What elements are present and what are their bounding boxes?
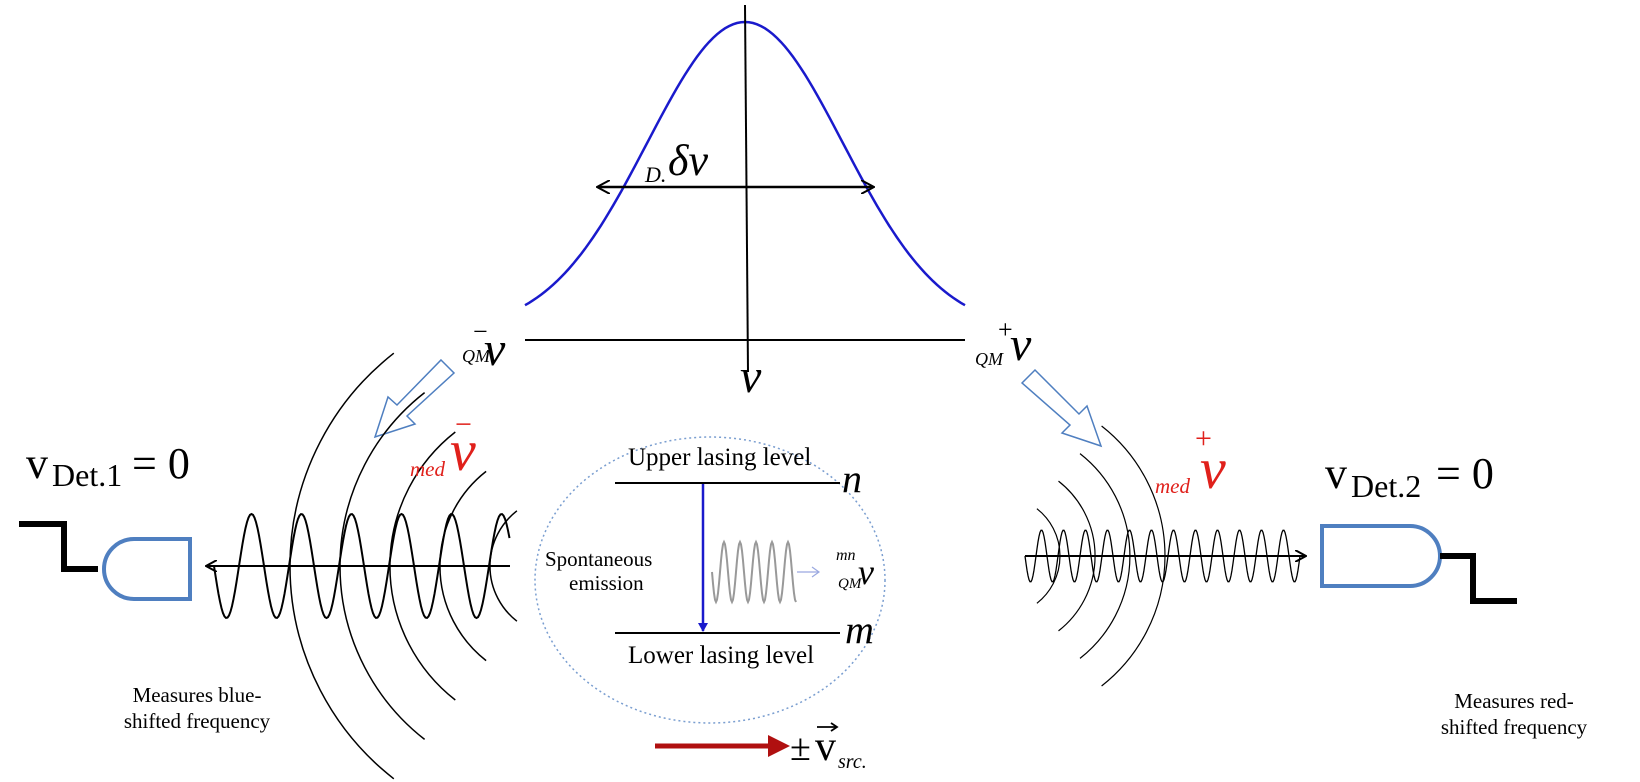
lasing-inset: Upper lasing level n Spontaneous emissio… (534, 436, 886, 724)
linewidth-subscript: D. (644, 162, 666, 187)
right-medium-sup: + (1195, 422, 1212, 455)
center-symbol: ν (740, 350, 762, 403)
det1-v: v (26, 439, 48, 488)
det1-rest: = 0 (132, 439, 190, 488)
left-wave-group (207, 352, 518, 780)
det2-caption-line1: Measures red- (1454, 689, 1574, 713)
right-detector: v Det.2 = 0 (1320, 449, 1517, 604)
inset-emission-wave (711, 539, 797, 605)
right-edge-symbol: ν (1010, 318, 1032, 371)
right-medium-symbol: ν (1200, 436, 1226, 501)
det2-rest: = 0 (1436, 449, 1494, 498)
source-velocity-arrowhead (768, 735, 790, 757)
source-velocity: ± v src. (655, 722, 867, 773)
right-medium-sub: med (1155, 474, 1190, 498)
left-medium-symbol: ν (450, 418, 476, 483)
right-edge-sub: QM (975, 349, 1004, 369)
left-edge-sub: QM (462, 346, 491, 366)
det2-v: v (1325, 449, 1347, 498)
det2-caption-line2: shifted frequency (1440, 715, 1588, 739)
inset-small-arrowhead (811, 566, 821, 578)
upper-level-letter: n (842, 456, 862, 501)
upper-level-label: Upper lasing level (628, 444, 811, 471)
source-vector-head (830, 722, 839, 732)
gaussian-profile: D. δν QM − ν ν QM + ν (462, 4, 1032, 403)
left-edge-symbol: ν (484, 323, 506, 376)
left-wave (213, 512, 511, 620)
inset-freq-sup: mn (836, 547, 856, 564)
inset-freq-sub: QM (838, 576, 863, 592)
det1-caption-line2: shifted frequency (123, 709, 271, 733)
det1-caption-line1: Measures blue- (132, 683, 262, 707)
det1-sub: Det.1 (52, 457, 122, 493)
left-detector: v Det.1 = 0 (19, 439, 192, 601)
det2-sub: Det.2 (1351, 468, 1421, 504)
left-medium-sup: − (455, 408, 472, 441)
source-velocity-symbol: v (815, 724, 836, 770)
right-wave-group (1024, 425, 1305, 687)
linewidth-symbol: δν (668, 136, 708, 185)
det2-wire (1440, 553, 1517, 604)
gaussian-center-line (744, 4, 749, 373)
det1-body (102, 537, 192, 601)
inset-freq-symbol: ν (858, 552, 874, 592)
right-edge-sup: + (998, 315, 1013, 344)
det2-body (1320, 524, 1442, 588)
source-velocity-subscript: src. (838, 751, 867, 773)
lower-level-label: Lower lasing level (628, 642, 814, 669)
emission-line2: emission (569, 571, 644, 595)
left-medium-sub: med (410, 457, 445, 481)
lower-level-letter: m (845, 607, 874, 652)
left-hollow-arrow (373, 358, 456, 439)
source-velocity-prefix: ± (790, 727, 811, 769)
right-wave (1024, 529, 1301, 583)
inset-ellipse (534, 436, 886, 724)
det1-wire (19, 521, 98, 572)
emission-line1: Spontaneous (545, 547, 652, 571)
left-edge-sup: − (473, 317, 488, 346)
right-hollow-arrow (1020, 368, 1103, 448)
